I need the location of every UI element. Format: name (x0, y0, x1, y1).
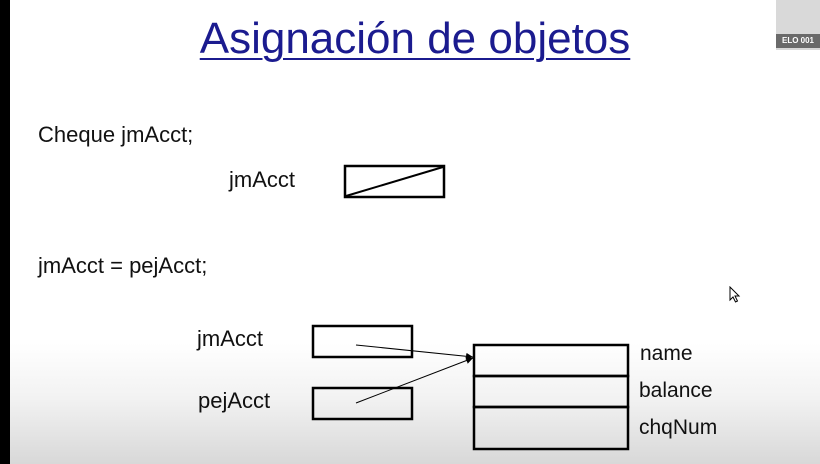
code-line-declaration: Cheque jmAcct; (38, 122, 194, 147)
reference-label-pejacct: pejAcct (198, 388, 271, 413)
reference-label-jmacct: jmAcct (197, 326, 263, 351)
field-label-chqnum: chqNum (639, 416, 718, 439)
field-label-balance: balance (639, 379, 713, 402)
slide-title: Asignación de objetos (199, 14, 631, 63)
null-reference-label: jmAcct (229, 167, 295, 192)
field-label-name: name (640, 342, 693, 365)
mouse-pointer-icon (729, 286, 741, 303)
code-line-assignment: jmAcct = pejAcct; (38, 253, 208, 278)
participant-tile[interactable]: ELO 001 (776, 0, 820, 50)
left-border (0, 0, 10, 464)
participant-name-label: ELO 001 (776, 34, 820, 48)
